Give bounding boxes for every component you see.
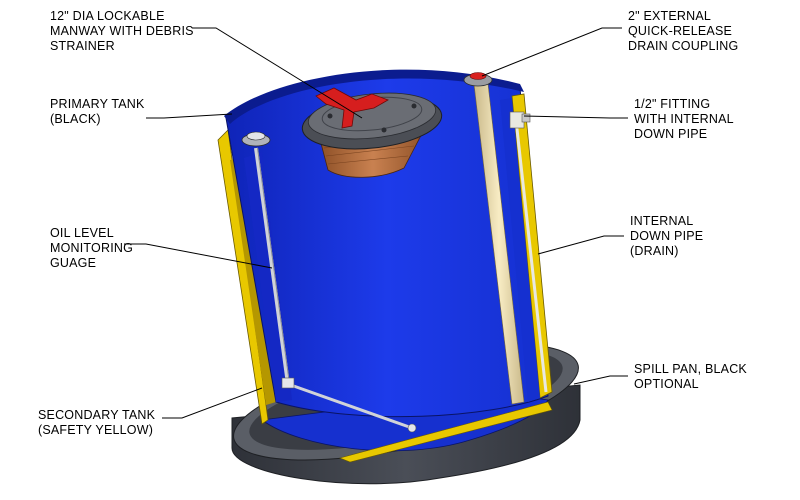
label-primary-tank-line-1: PRIMARY TANK [50,97,145,111]
label-oil-gauge-line-3: GUAGE [50,256,97,270]
label-secondary-tank-line-2: (SAFETY YELLOW) [38,423,154,437]
label-spill-pan: SPILL PAN, BLACK OPTIONAL [634,362,747,392]
tank-floor-cut [339,401,553,463]
half-inch-fitting [509,111,548,393]
label-secondary-tank-line-1: SECONDARY TANK [38,408,156,422]
label-primary-tank: PRIMARY TANK (BLACK) [50,97,145,127]
label-spill-pan-line-1: SPILL PAN, BLACK [634,362,747,376]
label-oil-gauge: OIL LEVEL MONITORING GUAGE [50,226,133,271]
label-drain-coupling: 2" EXTERNAL QUICK-RELEASE DRAIN COUPLING [628,9,738,54]
oil-level-gauge [241,131,417,433]
label-primary-tank-line-2: (BLACK) [50,112,101,126]
label-drain-coupling-line-3: DRAIN COUPLING [628,39,739,53]
label-drain-coupling-line-1: 2" EXTERNAL [628,9,712,23]
secondary-tank-left-wall [217,129,276,425]
label-fitting-line-2: WITH INTERNAL [634,112,734,126]
label-fitting-line-1: 1/2" FITTING [634,97,711,111]
label-down-pipe-line-1: INTERNAL [630,214,694,228]
label-manway-line-1: 12" DIA LOCKABLE [50,9,165,23]
label-fitting: 1/2" FITTING WITH INTERNAL DOWN PIPE [634,97,734,142]
label-down-pipe-line-2: DOWN PIPE [630,229,704,243]
label-manway: 12" DIA LOCKABLE MANWAY WITH DEBRIS STRA… [50,9,194,54]
label-manway-line-3: STRAINER [50,39,115,53]
primary-tank-rim [224,69,524,124]
label-down-pipe: INTERNAL DOWN PIPE (DRAIN) [630,214,703,259]
label-manway-line-2: MANWAY WITH DEBRIS [50,24,194,38]
label-oil-gauge-line-2: MONITORING [50,241,134,255]
label-fitting-line-3: DOWN PIPE [634,127,708,141]
label-spill-pan-line-2: OPTIONAL [634,377,699,391]
manway-handle [315,87,389,129]
label-oil-gauge-line-1: OIL LEVEL [50,226,114,240]
label-drain-coupling-line-2: QUICK-RELEASE [628,24,733,38]
internal-down-pipe [463,72,525,405]
label-down-pipe-line-3: (DRAIN) [630,244,679,258]
label-secondary-tank: SECONDARY TANK (SAFETY YELLOW) [38,408,155,438]
leader-lines [124,27,628,419]
